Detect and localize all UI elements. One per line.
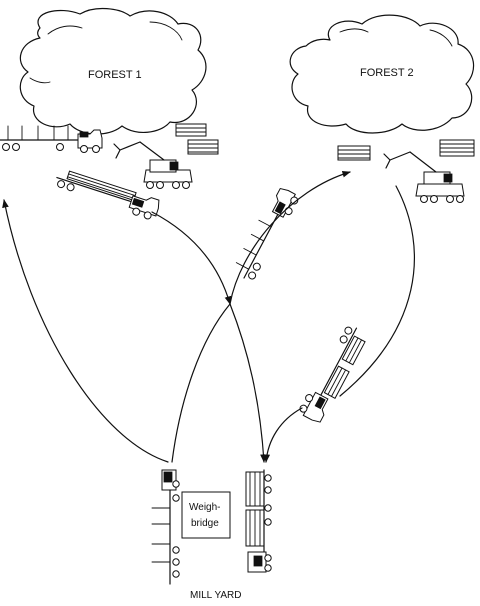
weighbridge-box <box>182 492 230 538</box>
log-stack-icon <box>338 140 474 160</box>
weighbridge-label-line2: bridge <box>191 518 219 529</box>
empty-log-truck-icon <box>0 126 102 153</box>
route-forest1-to-junction <box>152 212 230 304</box>
log-loader-icon <box>384 152 464 203</box>
empty-log-truck-icon <box>152 470 179 584</box>
log-stack-icon <box>176 124 218 154</box>
loaded-log-truck-icon <box>246 470 271 572</box>
loaded-log-truck-icon <box>298 322 369 425</box>
route-junction-to-mill-loaded <box>230 304 264 462</box>
forest-1-label: FOREST 1 <box>88 69 142 81</box>
weighbridge-label-line1: Weigh- <box>189 502 221 513</box>
route-forest2-truck-to-mill <box>266 408 302 462</box>
route-mill-to-forest1 <box>4 200 168 462</box>
forest-2-label: FOREST 2 <box>360 67 414 79</box>
route-forest2-to-mill <box>340 186 414 396</box>
mill-yard-label: MILL YARD <box>190 590 242 601</box>
route-mill-to-junction <box>172 304 230 462</box>
log-loader-icon <box>114 142 192 189</box>
